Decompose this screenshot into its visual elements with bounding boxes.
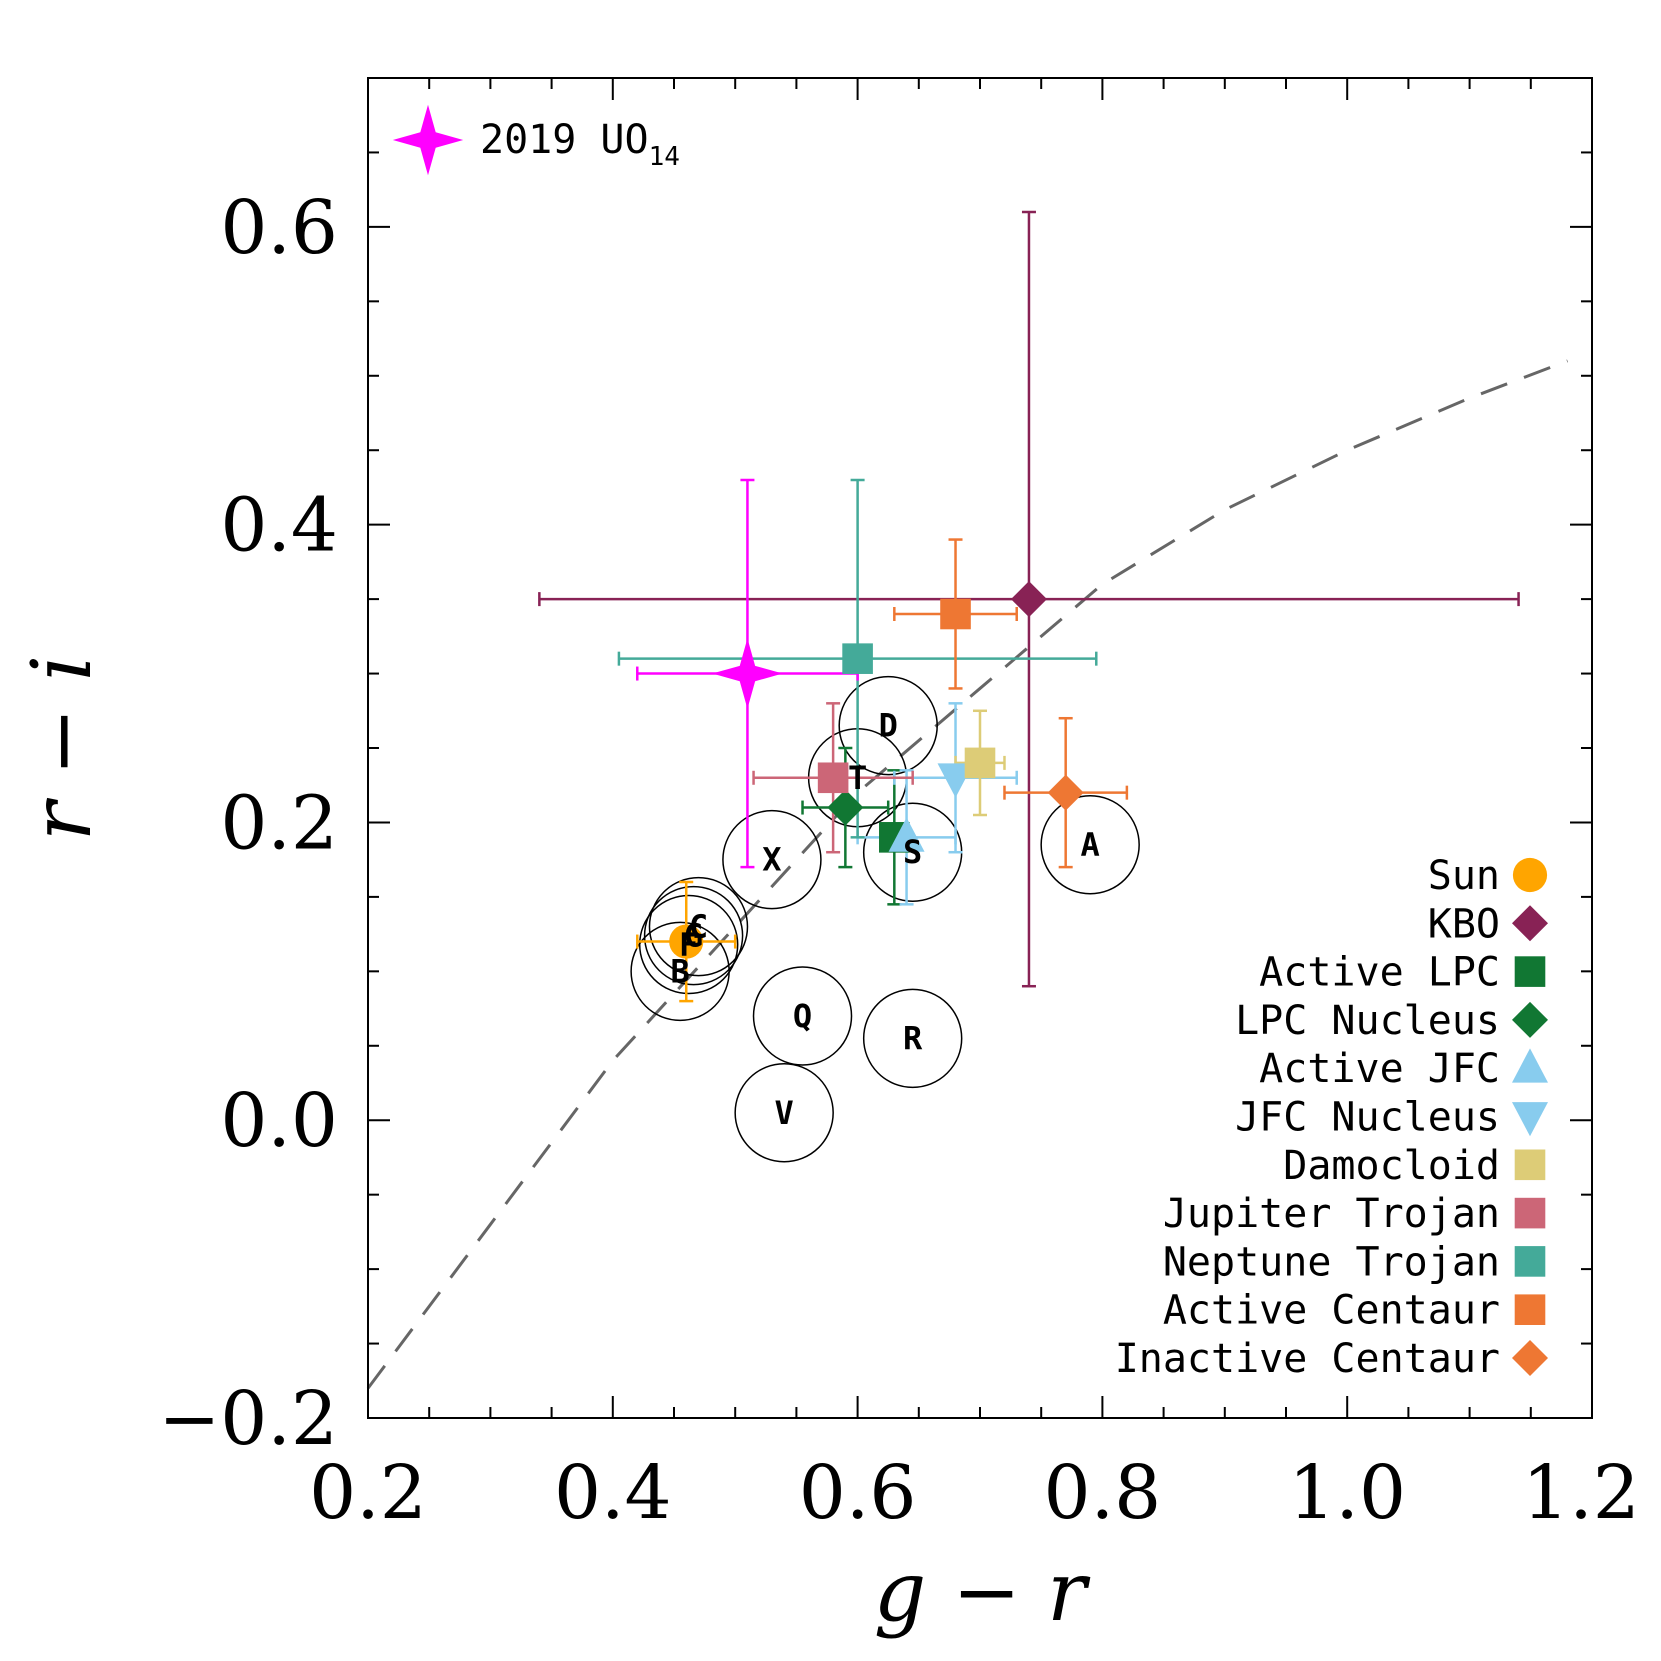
legend-label-sun: Sun <box>1428 853 1500 899</box>
taxonomy-label-S: S <box>903 833 922 871</box>
legend-marker-kbo <box>1512 905 1548 942</box>
active-centaur-point <box>940 598 971 630</box>
legend-marker-active-lpc <box>1514 956 1546 987</box>
taxonomy-label-D: D <box>879 707 898 745</box>
x-tick-label: 0.8 <box>1044 1450 1162 1536</box>
y-tick-label: 0.0 <box>220 1078 338 1164</box>
taxonomy-circle-A <box>1040 795 1140 895</box>
legend-label-active-lpc: Active LPC <box>1259 950 1500 996</box>
legend-label-kbo: KBO <box>1428 901 1500 947</box>
taxonomy-circle-X <box>722 809 822 910</box>
y-tick-label: −0.2 <box>158 1376 338 1462</box>
jupiter-trojan-point <box>817 762 849 794</box>
legend-label-jupiter-trojan: Jupiter Trojan <box>1163 1191 1500 1237</box>
taxonomy-label-C: C <box>689 908 708 946</box>
legend-marker-active-jfc <box>1512 1048 1548 1083</box>
x-tick-label: 1.2 <box>1522 1450 1640 1536</box>
damocloid-point <box>964 747 996 779</box>
highlight-legend-marker <box>392 104 464 176</box>
y-axis-title: r − i <box>15 655 110 841</box>
highlight-label-main: 2019 UO <box>480 117 649 163</box>
taxonomy-circle-R <box>862 988 963 1089</box>
taxonomy-label-R: R <box>903 1019 923 1057</box>
legend-label-lpc-nucleus: LPC Nucleus <box>1235 998 1500 1044</box>
highlight-label-subscript: 14 <box>649 142 680 172</box>
legend-label-jfc-nucleus: JFC Nucleus <box>1235 1095 1500 1141</box>
legend-label-neptune-trojan: Neptune Trojan <box>1163 1239 1500 1285</box>
sun-point <box>669 924 704 959</box>
legend-marker-lpc-nucleus <box>1512 1001 1548 1038</box>
legend-marker-damocloid <box>1514 1149 1546 1181</box>
legend-label-damocloid: Damocloid <box>1283 1143 1500 1189</box>
legend-label-inactive-centaur: Inactive Centaur <box>1115 1336 1500 1382</box>
inactive-centaur-point <box>1047 774 1084 811</box>
taxonomy-label-B: B <box>670 952 689 990</box>
jfc-nucleus-point <box>937 763 974 798</box>
highlight-legend: 2019 UO14 <box>392 104 680 176</box>
reference-dashed-curve <box>366 359 1569 1390</box>
kbo-point <box>1010 581 1047 618</box>
y-tick-label: 0.6 <box>220 185 338 271</box>
active-jfc-point <box>888 817 925 852</box>
reference-curve-layer <box>366 359 1569 1390</box>
taxonomy-label-V: V <box>775 1094 794 1132</box>
legend-label-active-centaur: Active Centaur <box>1163 1288 1500 1334</box>
legend-marker-sun <box>1512 857 1548 893</box>
x-tick-label: 0.6 <box>799 1450 917 1536</box>
taxonomy-label-F: F <box>679 926 698 964</box>
data-markers <box>669 581 1084 959</box>
x-axis-title: g − r <box>874 1545 1091 1640</box>
x-tick-label: 0.2 <box>309 1450 427 1536</box>
neptune-trojan-point <box>842 643 873 674</box>
lpc-nucleus-point <box>827 789 864 826</box>
taxonomy-label-Q: Q <box>793 997 812 1035</box>
taxonomy-circle-Q <box>752 966 853 1066</box>
taxonomy-circle-V <box>734 1063 834 1163</box>
x-tick-label: 1.0 <box>1288 1450 1406 1536</box>
taxonomy-label-A: A <box>1081 826 1100 864</box>
axis-ticks <box>367 77 1593 1419</box>
taxonomy-circle-C <box>648 876 749 977</box>
taxonomy-label-G: G <box>684 917 703 955</box>
y-tick-label: 0.4 <box>220 483 338 569</box>
legend-marker-neptune-trojan <box>1514 1246 1546 1277</box>
taxonomy-label-X: X <box>762 841 781 879</box>
taxonomy-label-T: T <box>848 759 867 797</box>
taxonomy-circle-G <box>643 885 744 986</box>
legend-marker-active-centaur <box>1514 1294 1546 1325</box>
tick-labels: 0.2 0.4 0.6 0.8 1.0 1.2 −0.2 0.0 0.2 0.4 0.6 <box>158 185 1640 1536</box>
taxonomy-circle-D <box>838 675 938 776</box>
highlight-legend-label: 2019 UO14 <box>480 117 680 172</box>
legend-label-active-jfc: Active JFC <box>1259 1046 1500 1092</box>
taxonomy-labels: A BC D FG Q R ST V X <box>670 707 1099 1132</box>
legend-marker-inactive-centaur <box>1512 1340 1548 1376</box>
legend-marker-jfc-nucleus <box>1512 1102 1548 1137</box>
highlight-point <box>712 638 783 709</box>
x-tick-label: 0.4 <box>554 1450 672 1536</box>
legend-marker-jupiter-trojan <box>1514 1197 1546 1229</box>
taxonomy-circle-F <box>638 894 739 995</box>
y-tick-label: 0.2 <box>220 780 338 866</box>
